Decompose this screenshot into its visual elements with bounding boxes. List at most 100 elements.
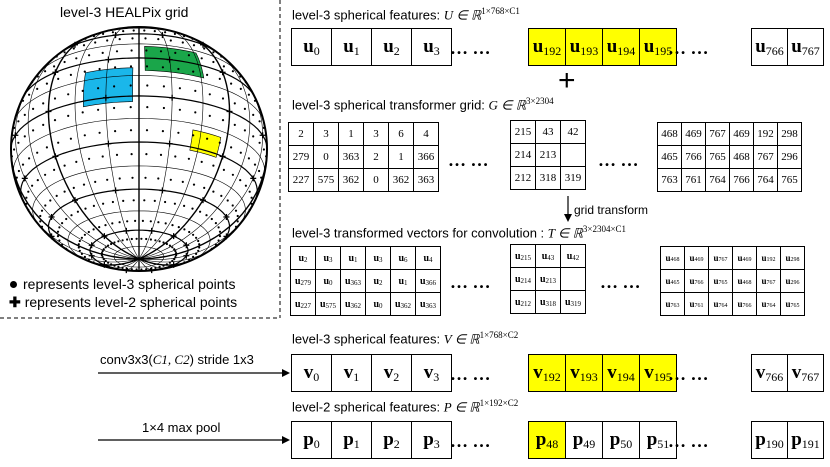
grid-index-cell: 362 (389, 169, 414, 192)
ellipsis-v1: … … (450, 364, 491, 384)
conv-op-label: conv3x3(C1, C2) stride 1x3 (100, 352, 254, 367)
maxpool-op-label: 1×4 max pool (142, 420, 221, 435)
ellipsis-u2: … … (668, 38, 709, 58)
ellipsis-p2: … … (668, 431, 709, 451)
grid-index-cell: 363 (339, 146, 364, 169)
grid-index-cell: 763 (658, 169, 682, 192)
grid-index-cell: 3 (314, 123, 339, 146)
grid-index-cell: 213 (536, 144, 561, 167)
grid-index-cell: 43 (536, 121, 561, 144)
grid-index-cell: 362 (339, 169, 364, 192)
legend-plus: ✚represents level-2 spherical points (9, 294, 238, 310)
grid-index-cell: 575 (314, 169, 339, 192)
grid-index-cell: 767 (706, 123, 730, 146)
grid-index-cell: 1 (339, 123, 364, 146)
grid-index-cell: 279 (289, 146, 314, 169)
ellipsis-p1: … … (450, 431, 491, 451)
grid-index-cell: 469 (730, 123, 754, 146)
dot-icon (10, 281, 17, 288)
row-t-label: level-3 transformed vectors for convolut… (292, 224, 627, 241)
grid-index-cell: -1 (561, 144, 586, 167)
grid-index-cell: 319 (561, 167, 586, 190)
row-p-label: level-2 spherical features: P ∈ ℝ1×192×C… (292, 398, 519, 415)
grid-index-cell: 0 (314, 146, 339, 169)
plus-icon: ✚ (9, 294, 21, 310)
grid-index-cell: 766 (682, 146, 706, 169)
grid-index-cell: 214 (511, 144, 536, 167)
grid-index-cell: 215 (511, 121, 536, 144)
ellipsis-g1: … … (448, 150, 489, 170)
grid-index-cell: 764 (706, 169, 730, 192)
plus-symbol: + (558, 64, 576, 97)
grid-index-cell: 42 (561, 121, 586, 144)
grid-index-cell: 363 (414, 169, 439, 192)
grid-index-cell: 468 (730, 146, 754, 169)
grid-index-cell: 227 (289, 169, 314, 192)
grid-index-cell: 212 (511, 167, 536, 190)
grid-index-cell: 2 (289, 123, 314, 146)
ellipsis-t2: … … (600, 272, 641, 292)
grid-index-cell: 1 (389, 146, 414, 169)
ellipsis-u1: … … (450, 38, 491, 58)
